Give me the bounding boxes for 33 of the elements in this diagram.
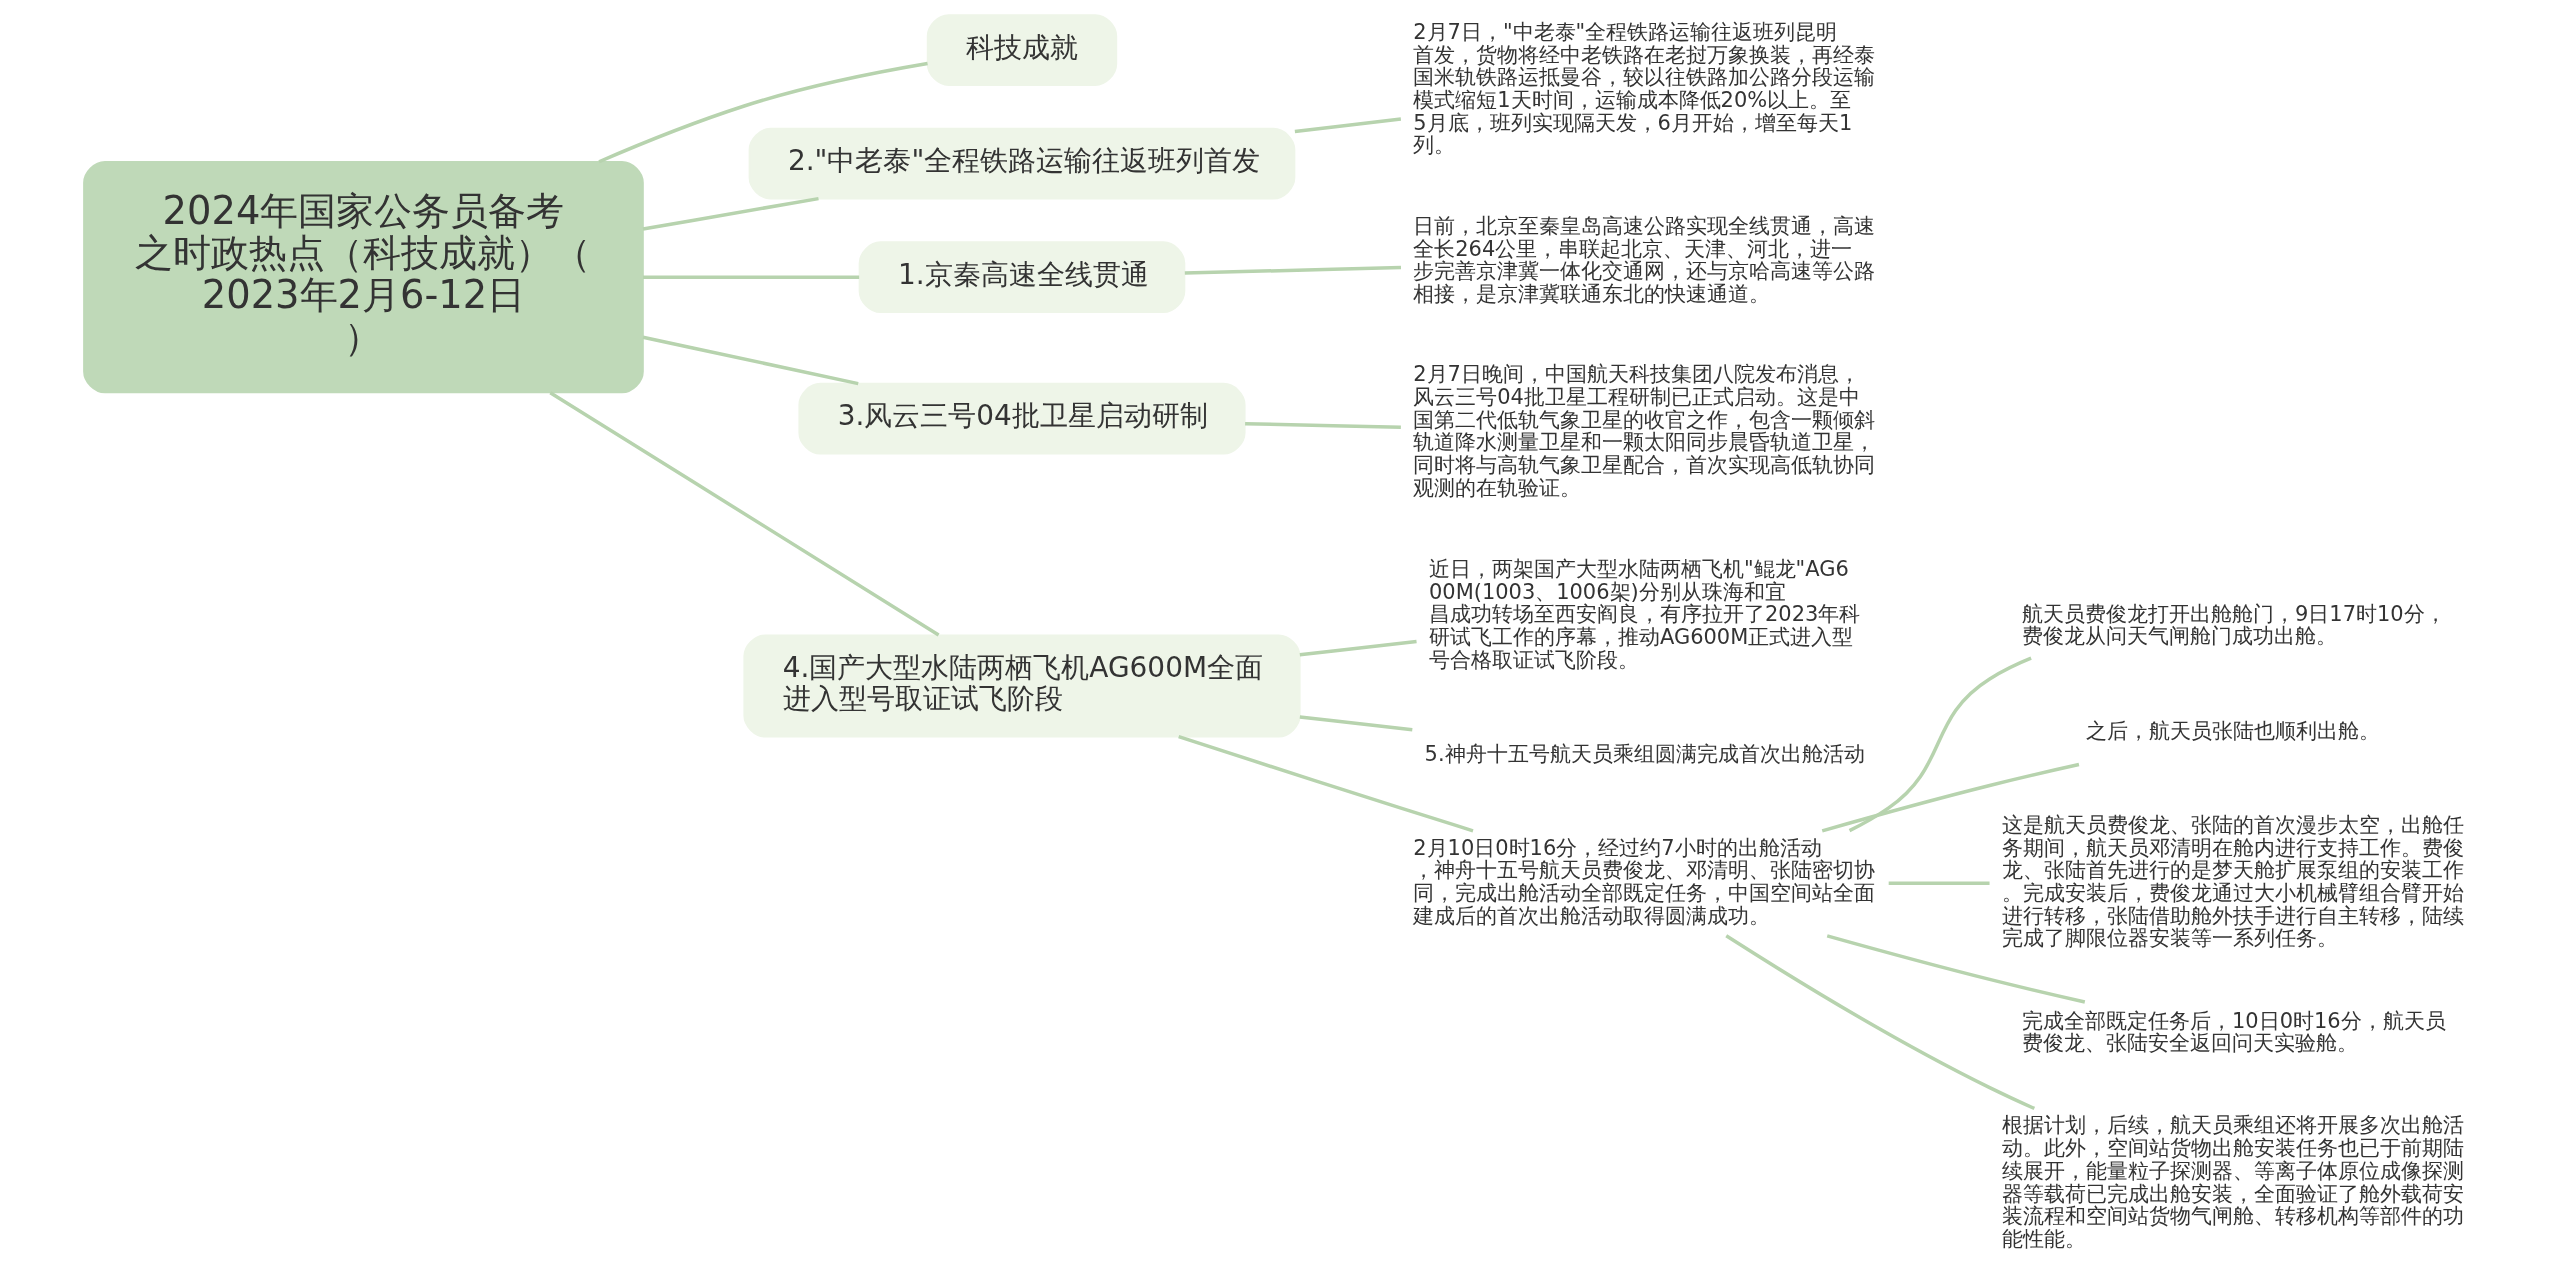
connector: [1848, 656, 2032, 833]
node-box: 4.国产大型水陆两栖飞机AG600M全面进入型号取证试飞阶段: [742, 634, 1301, 738]
connector: [1888, 881, 1990, 886]
node-text: 2月7日晚间，中国航天科技集团八院发布消息，风云三号04批卫星工程研制已正式启动。这是中国第二代低轨气象卫星的收官之作，包含一颗倾斜轨道降水测量卫星和一颗太阳同步晨昏轨道卫星，同时将与高轨气象卫星配合，首次实现高低轨协同观测的在轨验证。: [1412, 362, 1875, 500]
connector: [642, 335, 859, 386]
node-text: 航天员费俊龙打开出舱舱门，9日17时10分，费俊龙从问天气闸舱门成功出舱。: [2021, 601, 2446, 649]
connector: [1244, 421, 1401, 429]
node-box: 2024年国家公务员备考之时政热点（科技成就）（2023年2月6-12日）: [82, 161, 644, 394]
connector: [1184, 265, 1401, 275]
node-box: 科技成就: [926, 14, 1117, 86]
node-text: 之后，航天员张陆也顺利出舱。: [2085, 719, 2380, 744]
connector: [1724, 934, 2035, 1111]
node-text: 2月10日0时16分，经过约7小时的出舱活动，神舟十五号航天员费俊龙、邓清明、张陆密切协同，完成出舱活动全部既定任务，中国空间站全面建成后的首次出舱活动取得圆满成功。: [1412, 835, 1875, 928]
node-text: 完成全部既定任务后，10日0时16分，航天员费俊龙、张陆安全返回问天实验舱。: [2021, 1008, 2446, 1056]
connector: [597, 61, 928, 164]
node-text: 2月7日，"中老泰"全程铁路运输往返班列昆明首发，货物将经中老铁路在老挝万象换装，再经泰国米轨铁路运抵曼谷，较以往铁路加公路分段运输模式缩短1天时间，运输成本降低20%以上。至5月底，班列实现隔天发，6月开始，增至每天1列。: [1412, 19, 1875, 158]
node-box: 1.京秦高速全线贯通: [858, 241, 1185, 313]
connector: [1299, 639, 1417, 657]
connector: [642, 196, 819, 231]
node-text: 日前，北京至秦皇岛高速公路实现全线贯通，高速全长264公里，串联起北京、天津、河北，进一步完善京津冀一体化交通网，还与京哈高速等公路相接，是京津冀联通东北的快速通道。: [1412, 213, 1875, 306]
connector: [642, 275, 859, 279]
connector: [1299, 715, 1412, 732]
node-box: 3.风云三号04批卫星启动研制: [797, 382, 1246, 455]
node-text: 近日，两架国产大型水陆两栖飞机"鲲龙"AG600M(1003、1006架)分别从珠海和宜昌成功转场至西安阎良，有序拉开了2023年科研试飞工作的序幕，推动AG600M正式进入型号合格取证试飞阶段。: [1428, 557, 1860, 672]
node-text: 这是航天员费俊龙、张陆的首次漫步太空，出舱任务期间，航天员邓清明在舱内进行支持工作。费俊龙、张陆首先进行的是梦天舱扩展泵组的安装工作。完成安装后，费俊龙通过大小机械臂组合臂开始进行转移，张陆借助舱外扶手进行自主转移，陆续完成了脚限位器安装等一系列任务。: [2001, 812, 2464, 951]
node-box: 2."中老泰"全程铁路运输往返班列首发: [748, 127, 1295, 200]
connector: [1177, 734, 1474, 833]
connector: [548, 391, 940, 637]
connector: [1826, 934, 2085, 1004]
connector: [1294, 117, 1401, 134]
node-text: 5.神舟十五号航天员乘组圆满完成首次出舱活动: [1424, 742, 1865, 767]
connector: [1821, 762, 2079, 833]
node-text: 根据计划，后续，航天员乘组还将开展多次出舱活动。此外，空间站货物出舱安装任务也已于前期陆续展开，能量粒子探测器、等离子体原位成像探测器等载荷已完成出舱安装，全面验证了舱外载荷安装流程和空间站货物气闸舱、转移机构等部件的功能性能。: [2001, 1113, 2464, 1251]
